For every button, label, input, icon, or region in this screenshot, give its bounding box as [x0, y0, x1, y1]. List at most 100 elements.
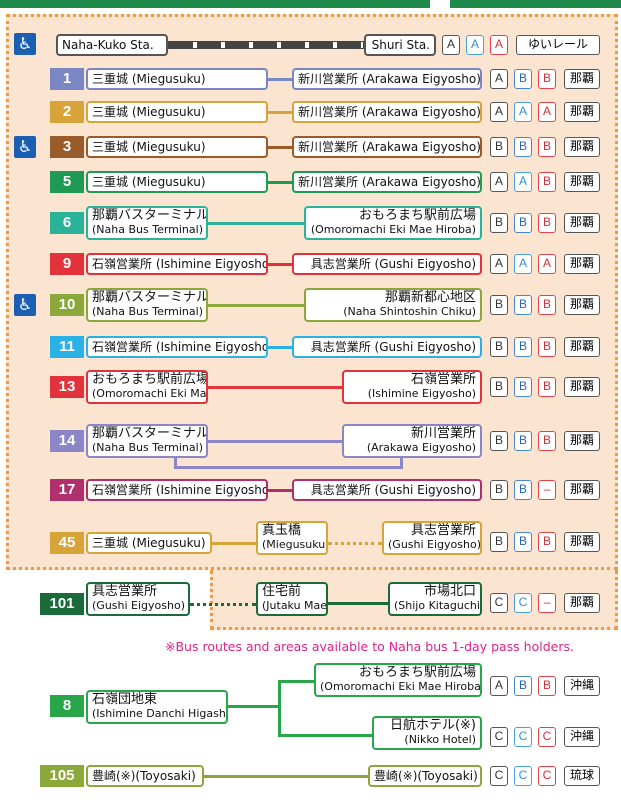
route-8-to-2-line2: (Nikko Hotel) — [404, 733, 476, 746]
route-10-to: 那覇新都心地区(Naha Shintoshin Chiku) — [304, 288, 482, 322]
route-13-to-line2: (Ishimine Eigyosho) — [367, 387, 476, 400]
route-13-line — [208, 385, 342, 389]
route-5-number[interactable]: 5 — [50, 171, 84, 193]
route-17-to: 具志営業所 (Gushi Eigyosho) — [292, 479, 482, 501]
route-3-region: 那覇 — [564, 137, 600, 157]
route-10-fare-tag-1: B — [490, 295, 508, 315]
route-3-number[interactable]: 3 — [50, 136, 84, 158]
route-14-to: 新川営業所(Arakawa Eigyosho) — [342, 424, 482, 458]
route-2-number[interactable]: 2 — [50, 101, 84, 123]
route-45-mid-line1: 真玉橋 — [262, 523, 302, 538]
route-6-region: 那覇 — [564, 213, 600, 233]
route-5-fare-tag-2: A — [514, 172, 532, 192]
route-3-from: 三重城 (Miegusuku) — [86, 136, 268, 158]
route-13-fare-tag-3: B — [538, 377, 556, 397]
route-101-from-line2: (Gushi Eigyosho) — [92, 599, 185, 612]
route-105-fare-tag-2: C — [514, 766, 532, 786]
route-9-line — [268, 262, 292, 266]
route-8-line-main — [228, 705, 278, 708]
route-8-to-1-line2: (Omoromachi Eki Mae Hiroba) — [320, 680, 482, 693]
route-1-number[interactable]: 1 — [50, 68, 84, 90]
route-45-to-line1: 具志営業所 — [410, 523, 476, 538]
route-17-number[interactable]: 17 — [50, 479, 84, 501]
route-10-number[interactable]: 10 — [50, 294, 84, 316]
route-101-mid-line1: 住宅前 — [262, 584, 302, 599]
route-8-branch — [278, 680, 281, 736]
route-8-line-2 — [278, 734, 372, 737]
route-14-fare-tag-1: B — [490, 431, 508, 451]
route-17-fare-tag-2: B — [514, 480, 532, 500]
route-105-number[interactable]: 105 — [40, 765, 84, 787]
route-3-wheelchair-icon: ♿ — [14, 136, 36, 158]
route-9-number[interactable]: 9 — [50, 253, 84, 275]
route-6-to: おもろまち駅前広場(Omoromachi Eki Mae Hiroba) — [304, 206, 482, 240]
route-6-fare-tag-3: B — [538, 213, 556, 233]
route-13-number[interactable]: 13 — [50, 376, 84, 398]
route-10-fare-tag-3: B — [538, 295, 556, 315]
route-45-line — [212, 542, 256, 545]
route-6-to-line1: おもろまち駅前広場 — [358, 208, 476, 223]
route-5-line — [268, 180, 292, 184]
route-10-to-line1: 那覇新都心地区 — [384, 290, 476, 305]
route-9-region: 那覇 — [564, 254, 600, 274]
route-6-line — [208, 221, 304, 225]
route-8-a-fare-tag-2: B — [514, 676, 532, 696]
route-101-fare-tag-2: C — [514, 593, 532, 613]
monorail-region: ゆいレール — [516, 35, 600, 55]
route-45-fare-tag-1: B — [490, 532, 508, 552]
route-101-region: 那覇 — [564, 593, 600, 613]
route-101-line — [328, 602, 388, 605]
route-2-fare-tag-2: A — [514, 102, 532, 122]
route-10-region: 那覇 — [564, 295, 600, 315]
route-5-fare-tag-1: A — [490, 172, 508, 192]
route-45-to: 具志営業所(Gushi Eigyosho) — [382, 521, 482, 555]
route-14-to-line2: (Arakawa Eigyosho) — [366, 441, 476, 454]
route-10-line — [208, 303, 304, 307]
route-3-fare-tag-1: B — [490, 137, 508, 157]
route-6-number[interactable]: 6 — [50, 212, 84, 234]
route-11-fare-tag-3: B — [538, 337, 556, 357]
monorail-fare-tag-1: A — [442, 35, 460, 55]
route-14-from: 那覇バスターミナル(Naha Bus Terminal) — [86, 424, 208, 458]
route-101-from-line1: 具志営業所 — [92, 584, 158, 599]
route-8-to-2-line1: 日航ホテル(※) — [389, 718, 476, 733]
route-45-fare-tag-2: B — [514, 532, 532, 552]
route-13-from-line1: おもろまち駅前広場 — [92, 372, 208, 387]
route-9-fare-tag-2: A — [514, 254, 532, 274]
route-3-line — [268, 145, 292, 149]
route-101-fare-tag-3: – — [538, 593, 556, 613]
route-101-mid: 住宅前(Jutaku Mae) — [256, 582, 328, 616]
route-14-number[interactable]: 14 — [50, 430, 84, 452]
route-9-fare-tag-1: A — [490, 254, 508, 274]
route-13-fare-tag-2: B — [514, 377, 532, 397]
route-14-fare-tag-2: B — [514, 431, 532, 451]
route-14-from-line1: 那覇バスターミナル — [92, 426, 208, 441]
route-45-number[interactable]: 45 — [50, 532, 84, 554]
route-8-a-fare-tag-3: B — [538, 676, 556, 696]
route-13-to: 石嶺営業所(Ishimine Eigyosho) — [342, 370, 482, 404]
route-1-line — [268, 77, 292, 81]
route-5-from: 三重城 (Miegusuku) — [86, 171, 268, 193]
route-10-fare-tag-2: B — [514, 295, 532, 315]
route-101-to-line2: (Shijo Kitaguchi) — [394, 599, 482, 612]
route-45-fare-tag-3: B — [538, 532, 556, 552]
route-105-line — [204, 775, 368, 778]
route-5-fare-tag-3: B — [538, 172, 556, 192]
route-101-number[interactable]: 101 — [40, 593, 84, 615]
route-14-fare-tag-3: B — [538, 431, 556, 451]
route-45-mid: 真玉橋(Miegusuku) — [256, 521, 328, 555]
route-8-from-line2: (Ishimine Danchi Higashi) — [92, 707, 228, 720]
route-8-to-1-line1: おもろまち駅前広場 — [358, 665, 476, 680]
route-45-to-line2: (Gushi Eigyosho) — [388, 538, 481, 551]
route-45-region: 那覇 — [564, 532, 600, 552]
route-17-region: 那覇 — [564, 480, 600, 500]
route-8-a-region: 沖縄 — [564, 676, 600, 696]
route-8-b-fare-tag-3: C — [538, 727, 556, 747]
route-11-number[interactable]: 11 — [50, 336, 84, 358]
route-105-fare-tag-3: C — [538, 766, 556, 786]
route-13-from: おもろまち駅前広場(Omoromachi Eki Mae Hiroba) — [86, 370, 208, 404]
route-1-fare-tag-3: B — [538, 69, 556, 89]
route-8-number[interactable]: 8 — [50, 695, 84, 717]
route-8-from-line1: 石嶺団地東 — [92, 692, 158, 707]
